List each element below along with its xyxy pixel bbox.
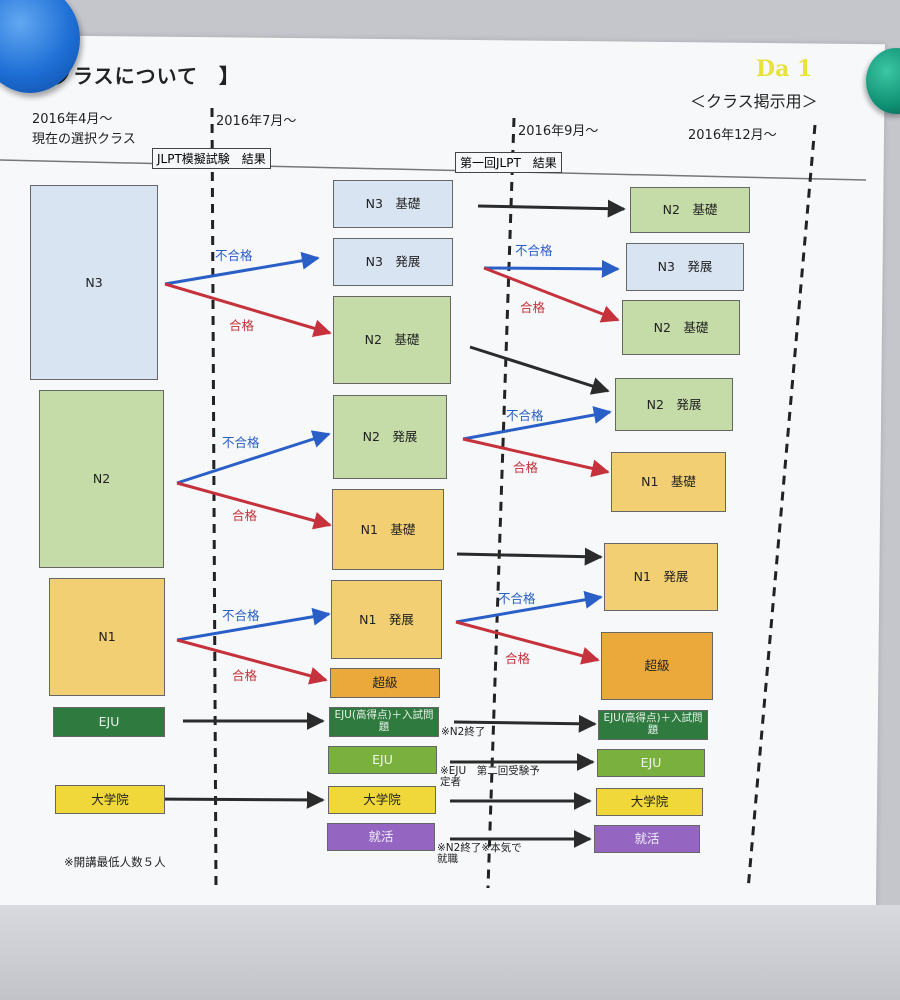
class-eju-high-sep: EJU(高得点)＋入試問題 (598, 710, 708, 740)
arrow-n3-pass (164, 282, 332, 338)
class-eju-sep: EJU (597, 749, 705, 777)
arrow-n1-pass (176, 638, 328, 685)
arrow-n2hatten-fail (462, 406, 612, 441)
col4-date: 2016年12月～ (688, 128, 777, 143)
divider-sept (486, 117, 516, 889)
arrow-n2-pass (176, 481, 332, 530)
label-pass-n1: 合格 (232, 668, 258, 683)
arrow-grad-1 (147, 790, 325, 809)
arrow-n3-fail (164, 251, 320, 286)
arrow-n3hatten-pass (483, 266, 620, 323)
arrow-eju-2 (453, 714, 597, 733)
class-n3-kiso-jul: N3 基礎 (333, 180, 453, 228)
divider-july (210, 107, 218, 891)
page-subtitle: ＜クラス掲示用＞ (690, 92, 818, 111)
class-n1-kiso-jul: N1 基礎 (332, 489, 444, 570)
col3-date: 2016年9月～ (518, 124, 599, 139)
class-grad-jul: 大学院 (328, 786, 436, 814)
class-n3-current: N3 (30, 185, 158, 380)
col3-header-box: 第一回JLPT 結果 (455, 152, 562, 173)
label-pass-n1-sep: 合格 (505, 651, 531, 666)
class-n1-kiso-sep: N1 基礎 (611, 452, 726, 512)
class-n2-current: N2 (39, 390, 164, 568)
note-n2-done-job: ※N2終了※本気で就職 (437, 842, 522, 866)
col2-header-box: JLPT模擬試験 結果 (152, 148, 271, 169)
class-grad-current: 大学院 (55, 785, 165, 814)
wall-background (0, 905, 900, 1000)
arrow-n1hatten-pass (455, 620, 600, 665)
class-n2-kiso-a-sep: N2 基礎 (630, 187, 750, 233)
label-fail-n3: 不合格 (215, 248, 253, 263)
label-fail-n3-sep: 不合格 (515, 243, 553, 258)
class-n3-hatten-jul: N3 発展 (333, 238, 453, 286)
class-choukyu-sep: 超級 (601, 632, 713, 700)
label-fail-n2-sep: 不合格 (506, 408, 544, 423)
class-n2-kiso-b-sep: N2 基礎 (622, 300, 740, 355)
class-n2-kiso-jul: N2 基礎 (333, 296, 451, 384)
class-n1-hatten-sep: N1 発展 (604, 543, 718, 611)
label-pass-n3-sep: 合格 (520, 300, 546, 315)
class-eju-current: EJU (53, 707, 165, 737)
label-fail-n1: 不合格 (222, 608, 260, 623)
class-choukyu-jul: 超級 (330, 668, 440, 698)
note-n2-done: ※N2終了 (441, 726, 486, 738)
col1-subtitle: 現在の選択クラス (32, 132, 136, 147)
class-job-sep: 就活 (594, 825, 700, 853)
arrow-n3kiso (477, 199, 626, 218)
arrow-n1-fail (176, 607, 331, 642)
note-eju-second: ※EJU 第二回受験予定者 (440, 765, 540, 789)
arrow-n2-fail (176, 430, 331, 485)
class-n1-hatten-jul: N1 発展 (331, 580, 442, 659)
col2-date: 2016年7月～ (216, 114, 297, 129)
label-pass-n3: 合格 (229, 318, 255, 333)
label-fail-n2: 不合格 (222, 435, 260, 450)
label-pass-n2: 合格 (232, 508, 258, 523)
class-grad-sep: 大学院 (596, 788, 703, 816)
label-pass-n2-sep: 合格 (513, 460, 539, 475)
class-n1-current: N1 (49, 578, 165, 696)
class-eju-high-jul: EJU(高得点)＋入試問題 (329, 707, 439, 737)
arrow-n1hatten-fail (455, 590, 603, 624)
arrow-n2hatten-pass (462, 437, 610, 478)
class-job-jul: 就活 (327, 823, 435, 851)
header-divider (0, 159, 867, 181)
handwritten-note: Da 1 (756, 56, 813, 82)
page-title: クラスについて 】 (52, 64, 240, 88)
col1-date: 2016年4月～ (32, 112, 113, 127)
class-n2-hatten-jul: N2 発展 (333, 395, 447, 479)
class-n3-hatten-sep: N3 発展 (626, 243, 744, 291)
note-min-students: ※開講最低人数５人 (64, 855, 166, 869)
arrow-n1kiso (456, 547, 603, 566)
arrow-n3hatten-fail (483, 259, 620, 278)
label-fail-n1-sep: 不合格 (498, 591, 536, 606)
class-eju-jul: EJU (328, 746, 437, 774)
class-n2-hatten-sep: N2 発展 (615, 378, 733, 431)
arrow-n2kiso (469, 345, 610, 395)
divider-dec (746, 124, 817, 891)
